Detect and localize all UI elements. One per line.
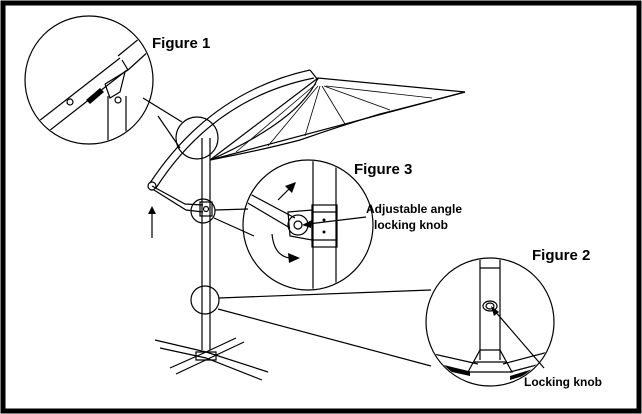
figure3-callout-line1: Adjustable angle (366, 202, 462, 216)
figure3-callout-line2: locking knob (374, 218, 448, 232)
umbrella-arm (147, 69, 319, 213)
detail-marker-figure3 (190, 198, 216, 224)
detail-marker-figure1 (175, 116, 219, 160)
cross-base (154, 337, 269, 381)
figure1-detail: Figure 1 (24, 15, 210, 145)
figure2-callout: Locking knob (524, 375, 602, 389)
umbrella-canopy (209, 77, 466, 161)
umbrella-pole (199, 138, 213, 350)
umbrella-main-drawing (147, 69, 466, 381)
raise-arrow-icon (148, 206, 156, 238)
figure2-label: Figure 2 (532, 247, 590, 264)
detail-marker-figure2 (190, 285, 220, 315)
figure3-label: Figure 3 (354, 161, 412, 178)
figure3-detail: Figure 3 Adjustable angle locking knob (242, 159, 462, 291)
figure1-label: Figure 1 (152, 35, 210, 52)
detail-leader-lines (142, 97, 432, 367)
